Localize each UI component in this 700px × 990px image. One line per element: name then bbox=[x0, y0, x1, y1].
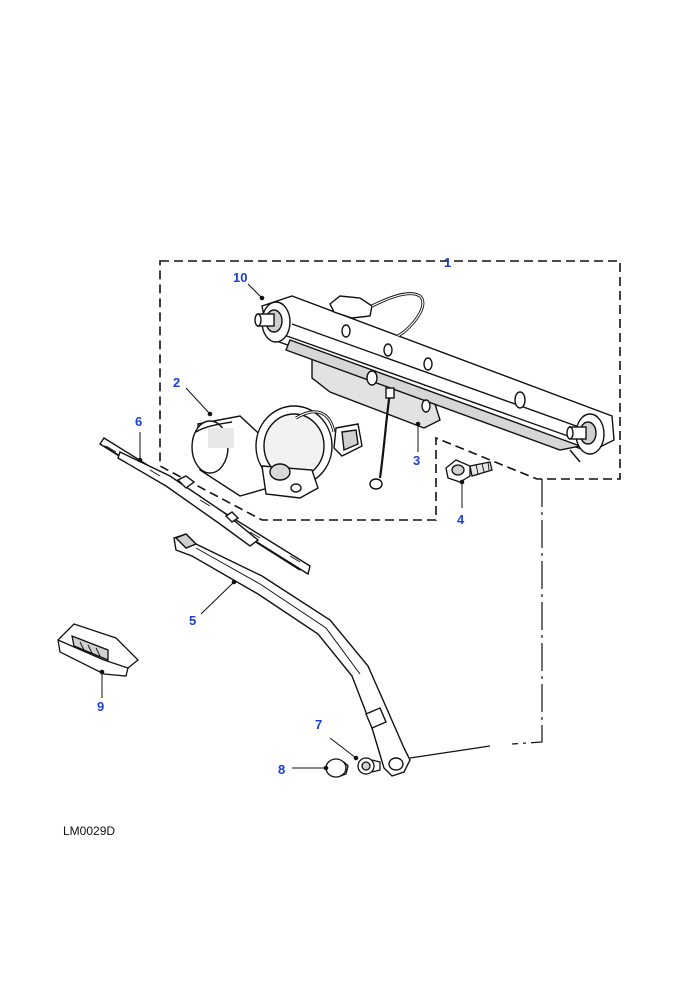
callout-7: 7 bbox=[315, 717, 323, 732]
callout-8: 8 bbox=[278, 762, 286, 777]
callout-1: 1 bbox=[444, 255, 452, 270]
washer-jet-clip bbox=[57, 623, 139, 677]
wiper-blade bbox=[99, 437, 311, 576]
pivot-cap bbox=[325, 758, 349, 778]
callout-3: 3 bbox=[413, 453, 421, 468]
pivot-nut-washer bbox=[357, 757, 381, 775]
wiper-linkage-bracket bbox=[254, 292, 615, 490]
fixing-bolt bbox=[445, 459, 493, 483]
pivot-chain-line-2 bbox=[409, 745, 491, 759]
callout-5: 5 bbox=[189, 613, 197, 628]
callout-9: 9 bbox=[97, 699, 105, 714]
diagram-reference-code: LM0029D bbox=[63, 824, 116, 838]
wiper-arm bbox=[173, 533, 411, 777]
assembly-boundary-dashed bbox=[159, 260, 621, 521]
callout-6: 6 bbox=[135, 414, 143, 429]
callout-10: 10 bbox=[233, 270, 248, 285]
callout-leaders bbox=[99, 283, 465, 771]
callout-2: 2 bbox=[173, 375, 181, 390]
pivot-chain-line bbox=[511, 479, 543, 745]
callout-4: 4 bbox=[457, 512, 465, 527]
wiper-motor bbox=[191, 405, 363, 499]
